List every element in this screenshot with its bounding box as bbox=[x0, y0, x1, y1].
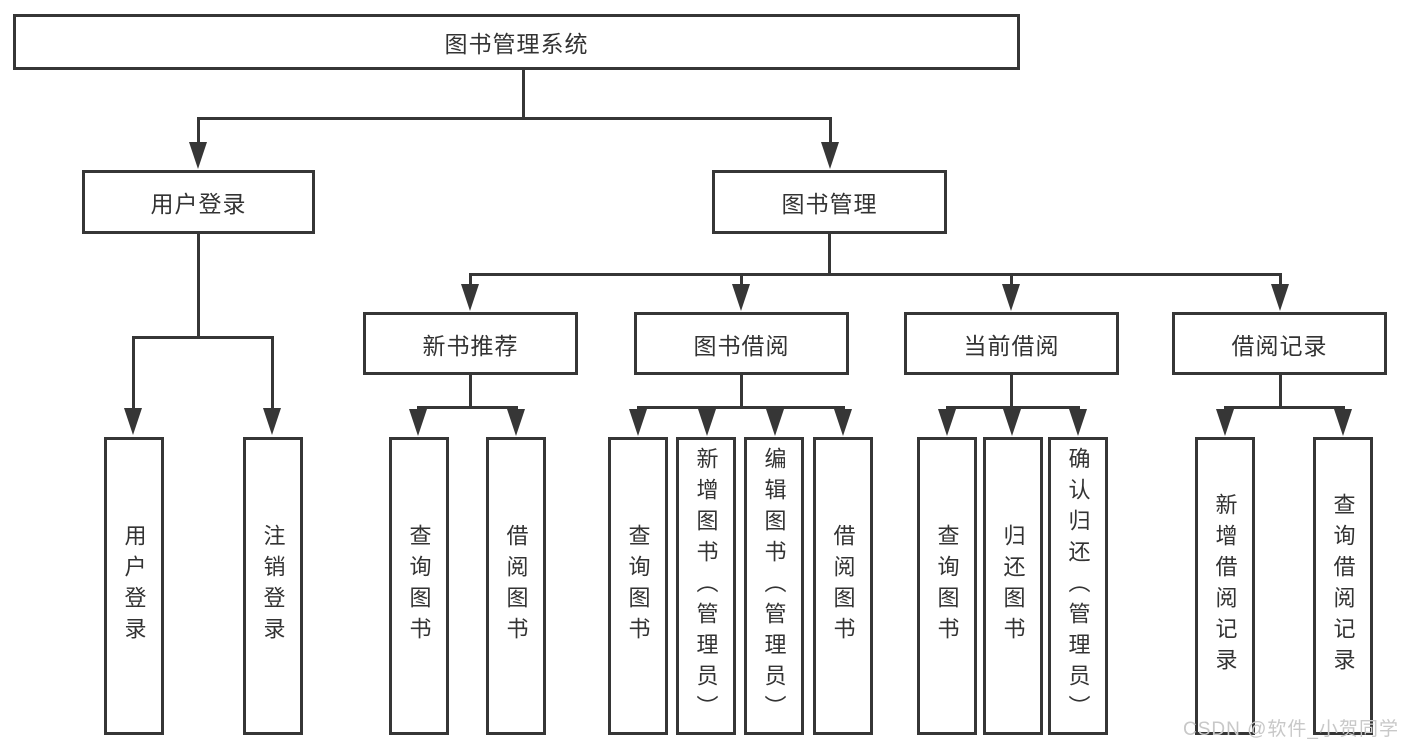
connector-user-login-branch bbox=[132, 336, 274, 339]
arrowhead-leaf-borrow-books-borrow bbox=[834, 409, 852, 436]
connector-new-book-recommend-stem bbox=[469, 375, 472, 409]
leaf-add-book-admin-label: 新增图书（管理员） bbox=[693, 446, 719, 726]
connector-borrow-records-branch bbox=[1224, 406, 1345, 409]
arrowhead-leaf-edit-book-admin bbox=[766, 409, 784, 436]
connector-drop-leaf-logout bbox=[271, 336, 274, 410]
connector-drop-leaf-user-login bbox=[132, 336, 135, 410]
arrowhead-leaf-logout bbox=[263, 408, 281, 435]
leaf-edit-book-admin: 编辑图书（管理员） bbox=[744, 437, 804, 735]
connector-root-stem bbox=[522, 70, 525, 118]
node-user-login-branch-label: 用户登录 bbox=[150, 191, 247, 217]
connector-book-management-branch bbox=[469, 273, 1282, 276]
connector-root-branch bbox=[197, 117, 832, 120]
connector-current-borrow-stem bbox=[1010, 375, 1013, 409]
arrowhead-borrow-records bbox=[1271, 284, 1289, 311]
connector-drop-borrow-records bbox=[1279, 273, 1282, 287]
leaf-logout-label: 注销登录 bbox=[260, 524, 286, 648]
node-book-borrow-label: 图书借阅 bbox=[693, 332, 790, 359]
leaf-return-book-label: 归还图书 bbox=[1000, 524, 1026, 648]
leaf-query-books-recommend: 查询图书 bbox=[389, 437, 449, 735]
leaf-query-books-current-label: 查询图书 bbox=[934, 524, 960, 648]
connector-current-borrow-branch bbox=[946, 406, 1080, 409]
leaf-query-borrow-record-label: 查询借阅记录 bbox=[1330, 493, 1356, 679]
arrowhead-current-borrow bbox=[1002, 284, 1020, 311]
arrowhead-leaf-query-books-current bbox=[938, 409, 956, 436]
leaf-add-book-admin: 新增图书（管理员） bbox=[676, 437, 736, 735]
leaf-borrow-books-recommend-label: 借阅图书 bbox=[503, 524, 529, 648]
arrowhead-new-book-recommend bbox=[461, 284, 479, 311]
connector-borrow-records-stem bbox=[1279, 375, 1282, 409]
arrowhead-leaf-add-book-admin bbox=[698, 409, 716, 436]
watermark: CSDN @软件_小贺同学 bbox=[1183, 719, 1399, 740]
arrowhead-book-borrow bbox=[732, 284, 750, 311]
arrowhead-book-management bbox=[821, 142, 839, 169]
leaf-query-books-borrow: 查询图书 bbox=[608, 437, 668, 735]
node-user-login-branch: 用户登录 bbox=[82, 170, 315, 234]
leaf-confirm-return-admin: 确认归还（管理员） bbox=[1048, 437, 1108, 735]
arrowhead-leaf-borrow-books-recommend bbox=[507, 409, 525, 436]
node-current-borrow: 当前借阅 bbox=[904, 312, 1119, 375]
leaf-query-borrow-record: 查询借阅记录 bbox=[1313, 437, 1373, 735]
connector-drop-current-borrow bbox=[1010, 273, 1013, 287]
node-root: 图书管理系统 bbox=[13, 14, 1020, 70]
arrowhead-leaf-user-login bbox=[124, 408, 142, 435]
arrowhead-leaf-query-books-borrow bbox=[629, 409, 647, 436]
leaf-borrow-books-recommend: 借阅图书 bbox=[486, 437, 546, 735]
leaf-user-login: 用户登录 bbox=[104, 437, 164, 735]
leaf-borrow-books-borrow: 借阅图书 bbox=[813, 437, 873, 735]
connector-drop-user-login bbox=[197, 117, 200, 145]
leaf-edit-book-admin-label: 编辑图书（管理员） bbox=[761, 446, 787, 726]
connector-drop-book-borrow bbox=[740, 273, 743, 287]
leaf-confirm-return-admin-label: 确认归还（管理员） bbox=[1065, 446, 1091, 726]
leaf-query-books-current: 查询图书 bbox=[917, 437, 977, 735]
node-borrow-records-label: 借阅记录 bbox=[1231, 332, 1328, 359]
leaf-add-borrow-record-label: 新增借阅记录 bbox=[1212, 493, 1238, 679]
leaf-logout: 注销登录 bbox=[243, 437, 303, 735]
connector-book-management-stem bbox=[828, 234, 831, 276]
connector-drop-book-management bbox=[829, 117, 832, 145]
node-book-borrow: 图书借阅 bbox=[634, 312, 849, 375]
node-book-management-branch-label: 图书管理 bbox=[781, 191, 878, 217]
connector-drop-new-book-recommend bbox=[469, 273, 472, 287]
leaf-query-books-recommend-label: 查询图书 bbox=[406, 524, 432, 648]
node-current-borrow-label: 当前借阅 bbox=[963, 332, 1060, 359]
leaf-user-login-label: 用户登录 bbox=[121, 524, 147, 648]
arrowhead-user-login bbox=[189, 142, 207, 169]
connector-new-book-recommend-branch bbox=[417, 406, 518, 409]
leaf-query-books-borrow-label: 查询图书 bbox=[625, 524, 651, 648]
connector-book-borrow-branch bbox=[637, 406, 845, 409]
arrowhead-leaf-query-books-recommend bbox=[409, 409, 427, 436]
node-root-label: 图书管理系统 bbox=[444, 31, 589, 57]
leaf-return-book: 归还图书 bbox=[983, 437, 1043, 735]
node-book-management-branch: 图书管理 bbox=[712, 170, 947, 234]
arrowhead-leaf-confirm-return-admin bbox=[1069, 409, 1087, 436]
node-borrow-records: 借阅记录 bbox=[1172, 312, 1387, 375]
arrowhead-leaf-query-borrow-record bbox=[1334, 409, 1352, 436]
arrowhead-leaf-return-book bbox=[1003, 409, 1021, 436]
leaf-add-borrow-record: 新增借阅记录 bbox=[1195, 437, 1255, 735]
node-new-book-recommend: 新书推荐 bbox=[363, 312, 578, 375]
leaf-borrow-books-borrow-label: 借阅图书 bbox=[830, 524, 856, 648]
connector-user-login-stem bbox=[197, 233, 200, 339]
arrowhead-leaf-add-borrow-record bbox=[1216, 409, 1234, 436]
node-new-book-recommend-label: 新书推荐 bbox=[422, 332, 519, 359]
connector-book-borrow-stem bbox=[740, 375, 743, 409]
